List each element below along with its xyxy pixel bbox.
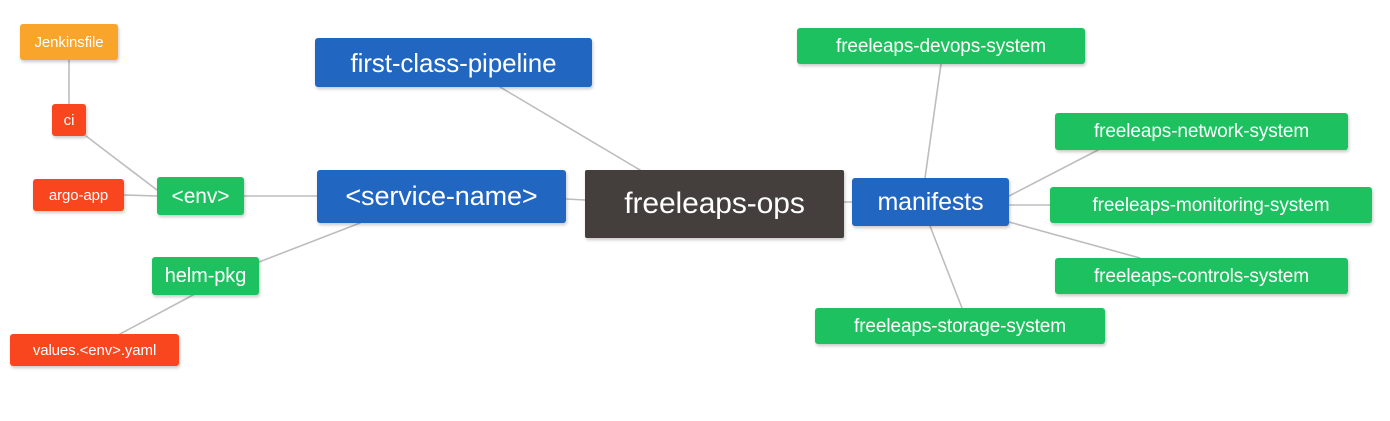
edge-service-name-to-helm-pkg bbox=[258, 222, 361, 263]
node-env[interactable]: <env> bbox=[157, 177, 244, 215]
node-values-yaml[interactable]: values.<env>.yaml bbox=[10, 334, 179, 366]
node-freeleaps-storage-system[interactable]: freeleaps-storage-system bbox=[815, 308, 1105, 344]
node-freeleaps-monitoring-system[interactable]: freeleaps-monitoring-system bbox=[1050, 187, 1372, 223]
edge-manifests-to-freeleaps-controls-system bbox=[1008, 221, 1141, 259]
node-first-class-pipeline[interactable]: first-class-pipeline bbox=[315, 38, 592, 87]
node-ci[interactable]: ci bbox=[52, 104, 86, 136]
node-helm-pkg[interactable]: helm-pkg bbox=[152, 257, 259, 295]
node-service-name[interactable]: <service-name> bbox=[317, 170, 566, 223]
edge-argo-app-to-env bbox=[123, 194, 158, 197]
edge-first-class-pipeline-to-freeleaps-ops bbox=[499, 86, 641, 171]
edge-manifests-to-freeleaps-storage-system bbox=[929, 225, 963, 309]
node-jenkinsfile[interactable]: Jenkinsfile bbox=[20, 24, 118, 60]
edge-helm-pkg-to-values-yaml bbox=[119, 294, 194, 335]
node-manifests[interactable]: manifests bbox=[852, 178, 1009, 226]
node-argo-app[interactable]: argo-app bbox=[33, 179, 124, 211]
node-freeleaps-network-system[interactable]: freeleaps-network-system bbox=[1055, 113, 1348, 150]
edge-manifests-to-freeleaps-devops-system bbox=[924, 63, 942, 179]
node-freeleaps-devops-system[interactable]: freeleaps-devops-system bbox=[797, 28, 1085, 64]
node-freeleaps-controls-system[interactable]: freeleaps-controls-system bbox=[1055, 258, 1348, 294]
edge-service-name-to-freeleaps-ops bbox=[565, 198, 586, 201]
node-freeleaps-ops[interactable]: freeleaps-ops bbox=[585, 170, 844, 238]
